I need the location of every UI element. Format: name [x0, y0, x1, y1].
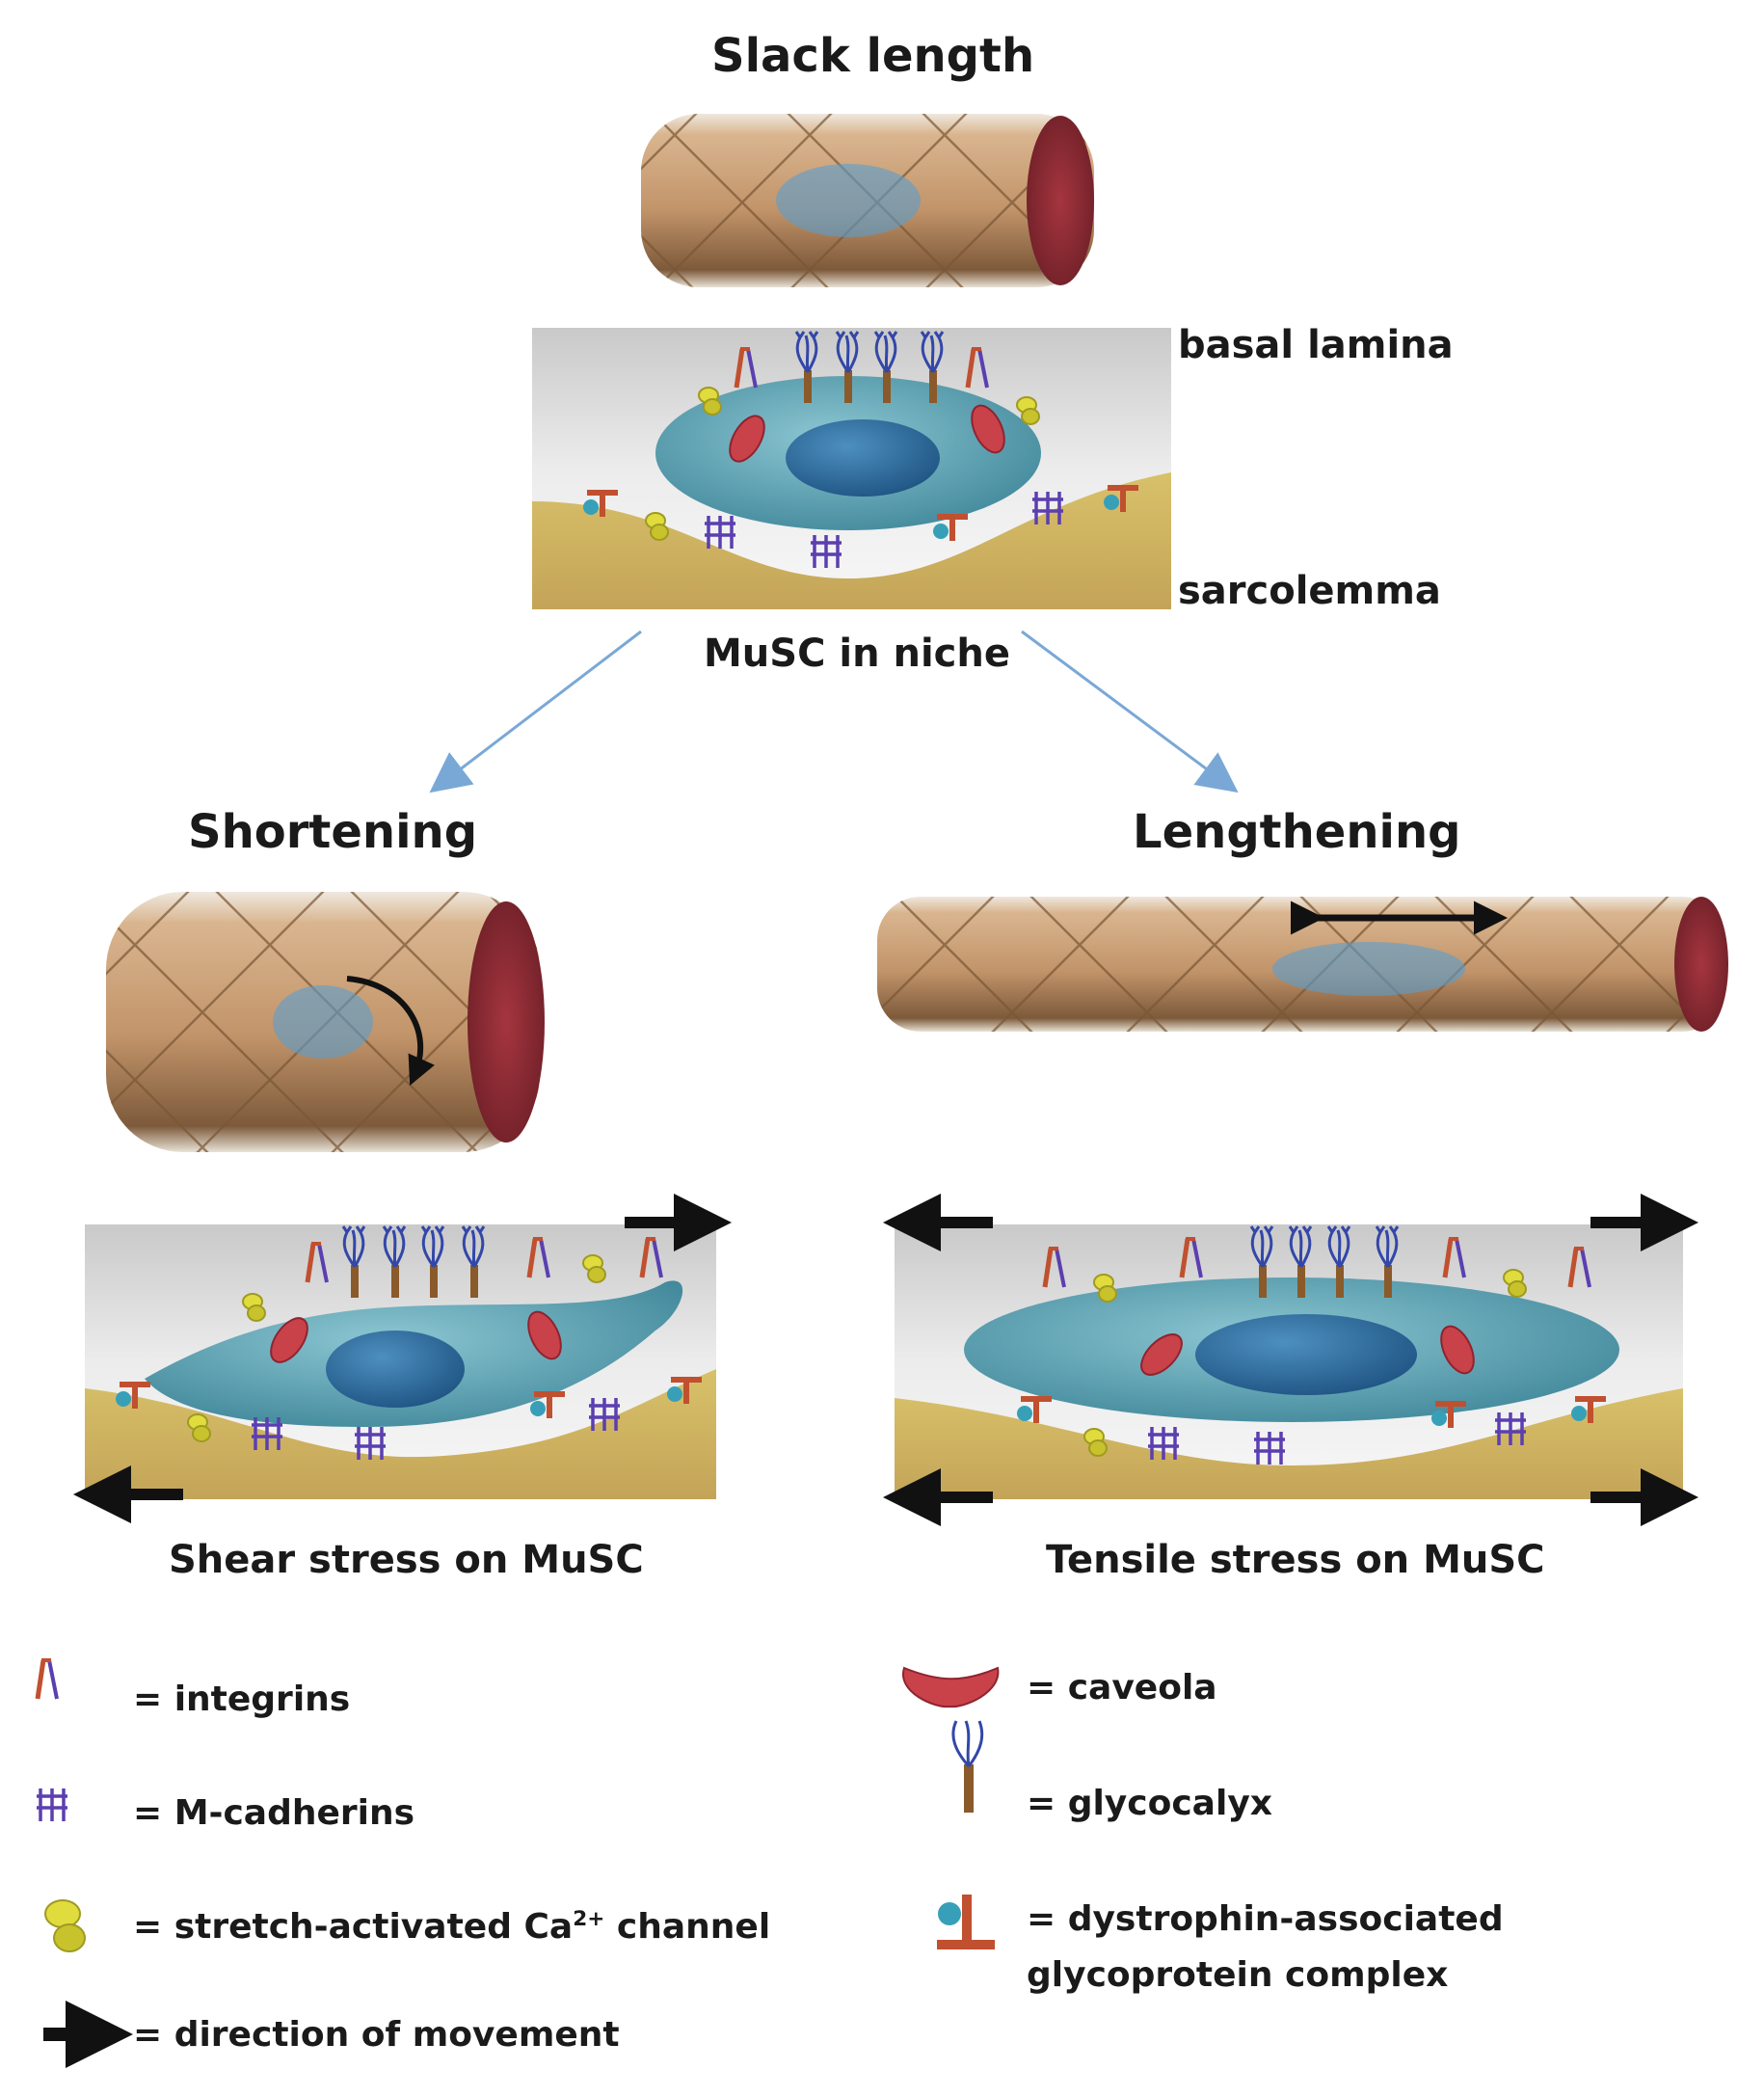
nucleus: [786, 419, 940, 497]
legend-channel-superscript: 2+: [573, 1907, 605, 1931]
legend-direction: = direction of movement: [133, 2015, 620, 2055]
legend-m-cadherins: = M-cadherins: [133, 1793, 415, 1833]
fiber-lengthening: [877, 897, 1728, 1032]
niche-slack: [532, 328, 1171, 609]
legend-calcium-channel: = stretch-activated Ca2+ channel: [133, 1907, 770, 1947]
caption-shear-stress: Shear stress on MuSC: [169, 1538, 644, 1582]
arrow-to-lengthening: [1021, 630, 1239, 793]
caveola-icon: [901, 1666, 1000, 1708]
fiber-slack: [641, 114, 1094, 287]
legend-caveola: = caveola: [1027, 1668, 1217, 1707]
legend-integrins: = integrins: [133, 1680, 351, 1719]
glycocalyx-icon: [951, 1720, 984, 1813]
rotation-arrow-icon: [346, 976, 436, 1086]
legend-glycocalyx: = glycocalyx: [1027, 1784, 1273, 1823]
calcium-channel-icon: [44, 1899, 86, 1952]
legend-dag-line2: glycoprotein complex: [1027, 1955, 1449, 1995]
fiber-end: [1027, 116, 1094, 285]
label-sarcolemma: sarcolemma: [1178, 569, 1441, 613]
legend-dag-line1: = dystrophin-associated: [1027, 1899, 1504, 1939]
fiber-end: [468, 901, 545, 1143]
legend-channel-suffix: channel: [604, 1907, 771, 1947]
title-shortening: Shortening: [188, 805, 478, 859]
fiber-end: [1674, 897, 1728, 1032]
title-lengthening: Lengthening: [1133, 805, 1461, 859]
legend-channel-text: = stretch-activated Ca: [133, 1907, 574, 1947]
caption-musc-in-niche: MuSC in niche: [704, 632, 1010, 676]
title-slack-length: Slack length: [711, 29, 1035, 83]
satellite-cell-outline: [1272, 942, 1465, 996]
satellite-cell-outline: [776, 164, 921, 237]
fiber-shortening: [106, 892, 545, 1152]
nucleus: [326, 1331, 465, 1408]
caption-tensile-stress: Tensile stress on MuSC: [1046, 1538, 1545, 1582]
satellite-cell-outline: [273, 985, 373, 1059]
m-cadherin-icon: [35, 1787, 69, 1823]
niche-tensile: [883, 1194, 1698, 1526]
dystrophin-complex-icon: [937, 1895, 995, 1949]
nucleus: [1195, 1314, 1417, 1395]
integrin-icon: [38, 1660, 57, 1699]
arrow-to-shortening: [429, 630, 642, 793]
niche-shear: [73, 1194, 732, 1523]
label-basal-lamina: basal lamina: [1178, 323, 1454, 367]
